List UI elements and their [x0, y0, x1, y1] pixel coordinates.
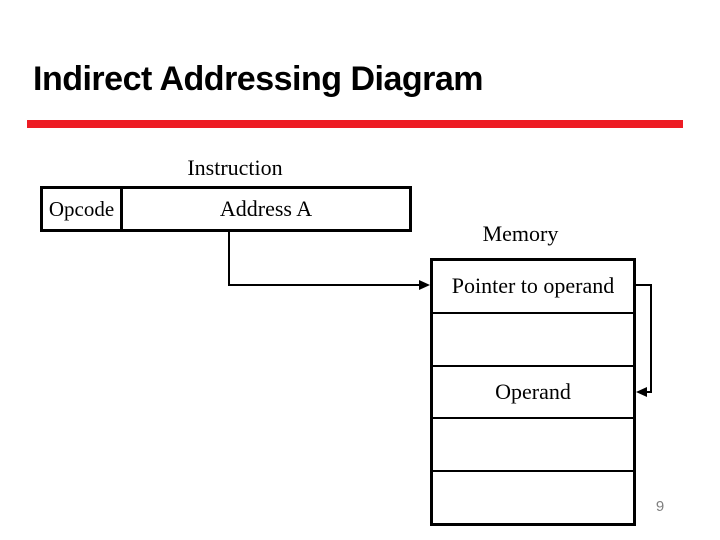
- memory-cell-empty-1: [433, 314, 633, 367]
- instruction-box: Opcode Address A: [40, 186, 412, 232]
- pointer-to-operand-arrow: [635, 284, 652, 397]
- memory-cell-empty-2: [433, 419, 633, 473]
- accent-bar: [27, 120, 683, 128]
- memory-label: Memory: [482, 221, 559, 246]
- slide-title: Indirect Addressing Diagram: [33, 60, 484, 98]
- memory-cell-empty-3: [433, 472, 633, 523]
- memory-cell-operand: Operand: [433, 367, 633, 420]
- address-a-cell: Address A: [219, 196, 313, 221]
- opcode-cell: Opcode: [43, 189, 123, 229]
- page-number: 9: [655, 498, 665, 515]
- instruction-label: Instruction: [187, 155, 283, 180]
- memory-box: Pointer to operand Operand: [430, 258, 636, 526]
- memory-cell-pointer-to-operand: Pointer to operand: [433, 261, 633, 314]
- address-to-pointer-arrow: [228, 232, 430, 290]
